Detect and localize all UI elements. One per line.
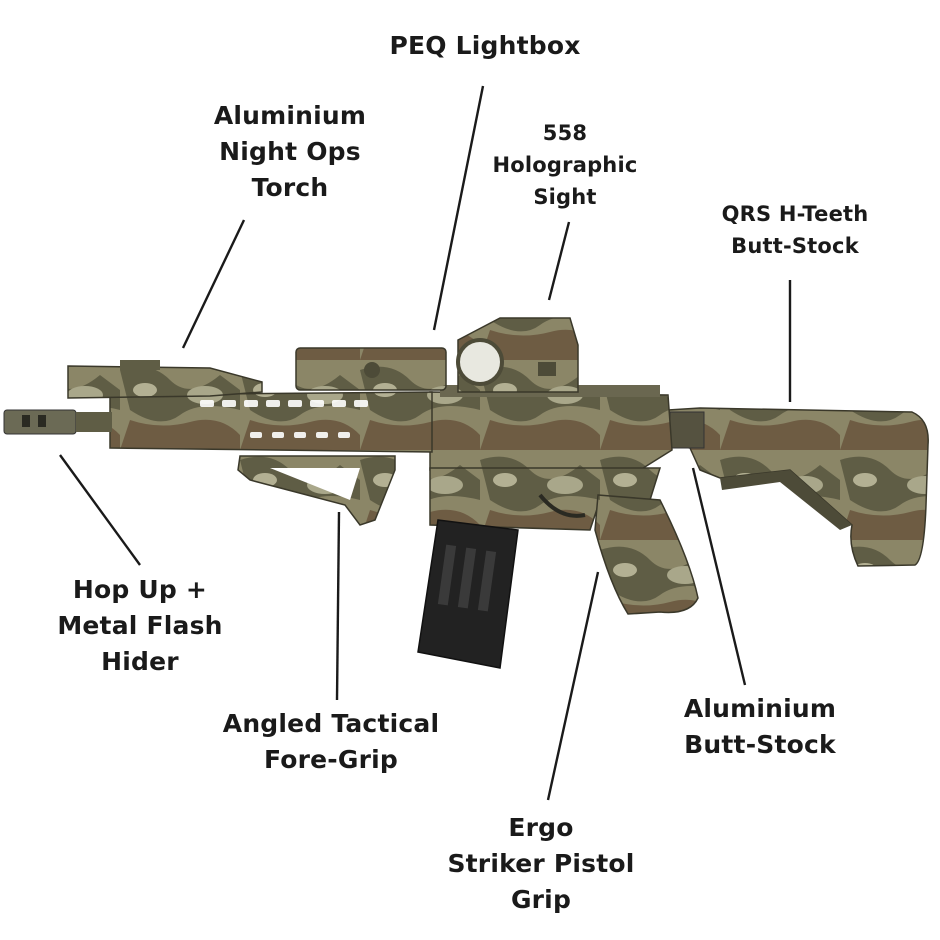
label-line: Holographic bbox=[492, 153, 638, 177]
label-night-ops-torch: Aluminium Night Ops Torch bbox=[180, 98, 400, 206]
leader-line-hop bbox=[59, 454, 141, 566]
label-line: Torch bbox=[251, 173, 329, 202]
flash-hider bbox=[3, 409, 112, 435]
leader-lines bbox=[59, 85, 792, 801]
label-line: QRS H-Teeth bbox=[721, 202, 869, 226]
label-qrs-butt-stock: QRS H-Teeth Butt-Stock bbox=[690, 198, 900, 262]
label-ergo-pistol-grip: Ergo Striker Pistol Grip bbox=[436, 810, 646, 918]
label-line: Butt-Stock bbox=[731, 234, 859, 258]
label-line: Hider bbox=[101, 647, 179, 676]
label-line: Night Ops bbox=[219, 137, 361, 166]
label-line: Aluminium bbox=[213, 101, 367, 130]
leader-line-ergo bbox=[546, 571, 600, 801]
label-line: Angled Tactical bbox=[222, 709, 440, 738]
angled-fore-grip bbox=[237, 455, 396, 526]
label-holographic-sight: 558 Holographic Sight bbox=[470, 117, 660, 213]
label-fore-grip: Angled Tactical Fore-Grip bbox=[196, 706, 466, 778]
label-line: Aluminium bbox=[683, 694, 837, 723]
leader-line-holo bbox=[547, 221, 571, 301]
leader-line-fore bbox=[335, 511, 341, 701]
upper-receiver bbox=[429, 385, 673, 471]
label-aluminium-butt-stock: Aluminium Butt-Stock bbox=[660, 691, 860, 763]
label-line: Hop Up + bbox=[72, 575, 208, 604]
label-line: Butt-Stock bbox=[684, 730, 836, 759]
label-line: PEQ Lightbox bbox=[389, 31, 581, 60]
label-line: Fore-Grip bbox=[263, 745, 398, 774]
peq-lightbox bbox=[295, 347, 447, 391]
label-line: Grip bbox=[510, 885, 572, 914]
label-line: Ergo bbox=[508, 813, 574, 842]
label-line: Sight bbox=[533, 185, 597, 209]
label-line: Metal Flash bbox=[57, 611, 223, 640]
handguard bbox=[109, 391, 433, 453]
label-peq-lightbox: PEQ Lightbox bbox=[370, 28, 600, 64]
label-line: Striker Pistol bbox=[447, 849, 635, 878]
label-hop-up-flash-hider: Hop Up + Metal Flash Hider bbox=[40, 572, 240, 680]
leader-line-torch bbox=[181, 219, 246, 349]
leader-line-alu bbox=[691, 467, 747, 686]
butt-stock bbox=[667, 407, 929, 567]
label-line: 558 bbox=[542, 121, 588, 145]
magazine bbox=[417, 519, 519, 669]
pistol-grip bbox=[594, 494, 699, 615]
holographic-sight bbox=[456, 317, 579, 393]
leader-line-peq bbox=[432, 85, 485, 331]
night-ops-torch bbox=[67, 360, 263, 399]
